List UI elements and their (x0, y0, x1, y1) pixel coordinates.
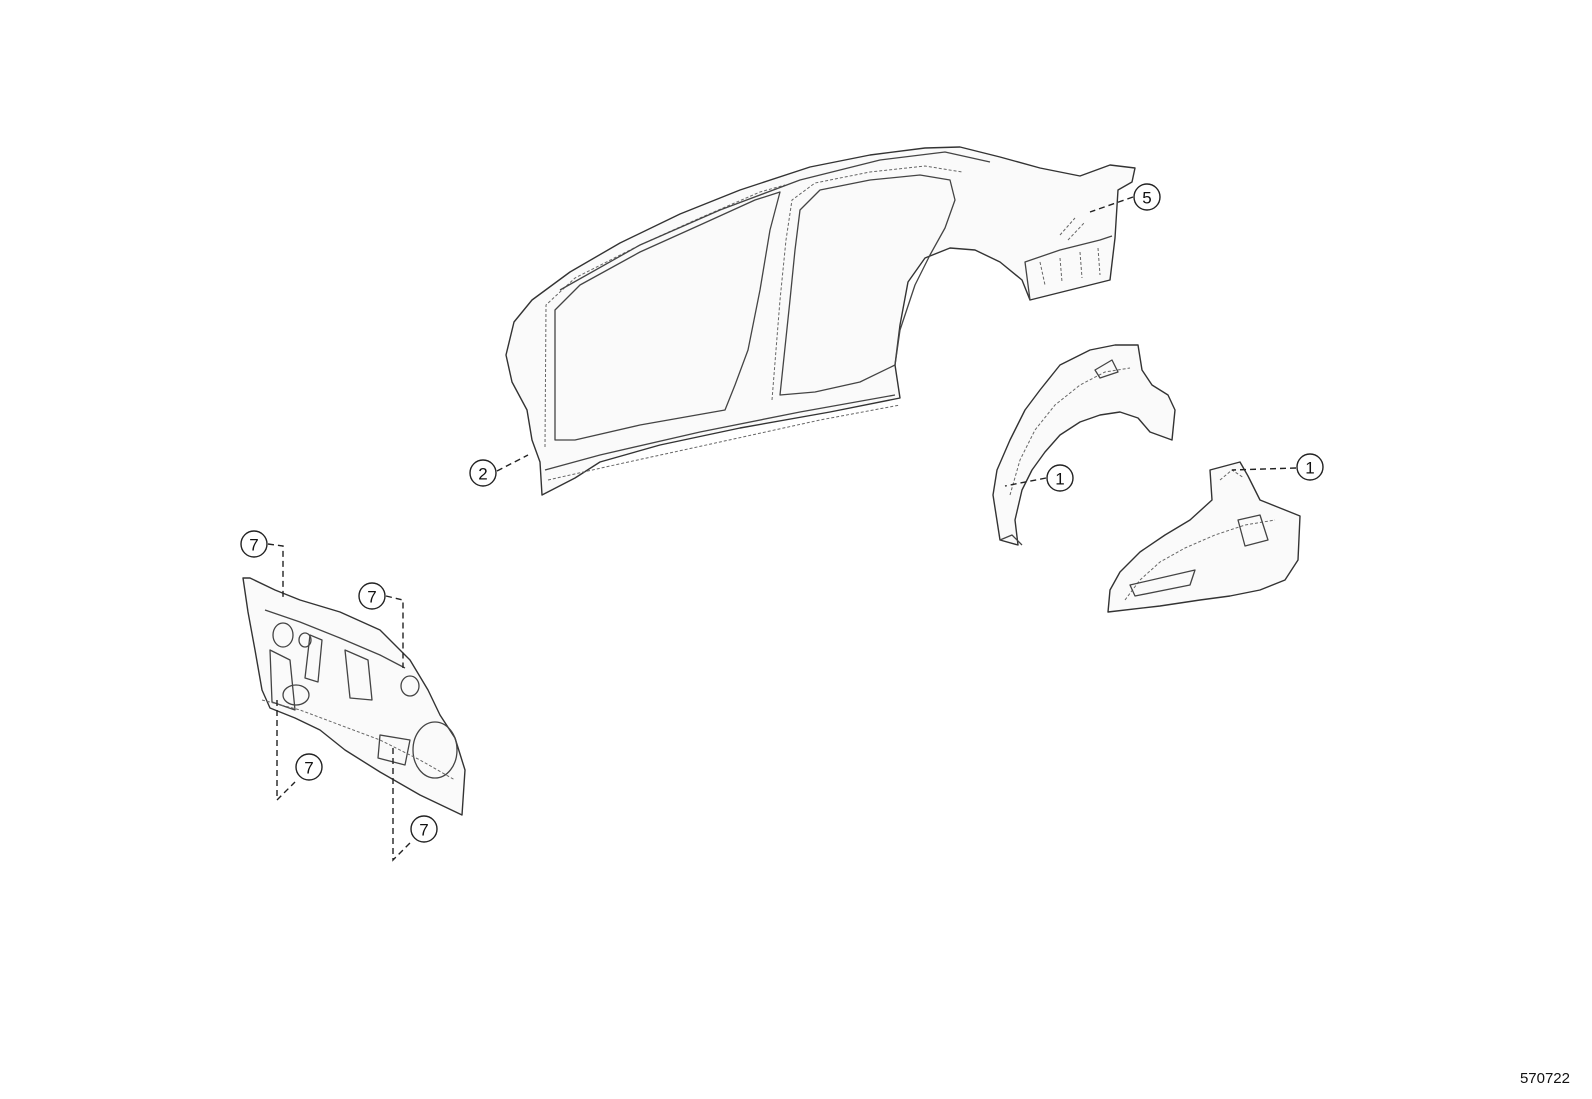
wheel-housing-outer (1107, 461, 1301, 613)
callout-2-label: 2 (478, 465, 487, 484)
leader-lines (267, 196, 1297, 862)
wheel-housing-inner (992, 344, 1176, 546)
body-side-outer-panel (505, 146, 1136, 496)
leader-7-bottom-left (276, 700, 296, 802)
callout-5-label: 5 (1142, 189, 1151, 208)
callout-2: 2 (469, 459, 497, 487)
leader-2 (496, 454, 529, 472)
callout-7-top-right: 7 (358, 582, 386, 610)
callout-1-outer: 1 (1296, 453, 1324, 481)
callout-7-top-left: 7 (240, 530, 268, 558)
callout-1-outer-label: 1 (1305, 459, 1314, 478)
leader-5 (1089, 196, 1134, 213)
callout-7-top-right-label: 7 (367, 588, 376, 607)
leader-7-bottom-right (392, 748, 411, 862)
callout-7-top-left-label: 7 (249, 536, 258, 555)
callout-7-bottom-right-label: 7 (419, 821, 428, 840)
callout-1-inner-label: 1 (1055, 470, 1064, 489)
callout-1-inner: 1 (1046, 464, 1074, 492)
callout-7-bottom-left: 7 (295, 753, 323, 781)
leader-1-inner (1004, 477, 1047, 487)
callout-7-bottom-right: 7 (410, 815, 438, 843)
callout-5: 5 (1133, 183, 1161, 211)
callout-7-bottom-left-label: 7 (304, 759, 313, 778)
dash-panel (242, 577, 466, 816)
leader-7-top-left (267, 543, 284, 600)
leader-1-outer (1231, 467, 1297, 471)
diagram-reference-code: 570722 (1519, 1070, 1570, 1087)
leader-7-top-right (385, 595, 404, 668)
